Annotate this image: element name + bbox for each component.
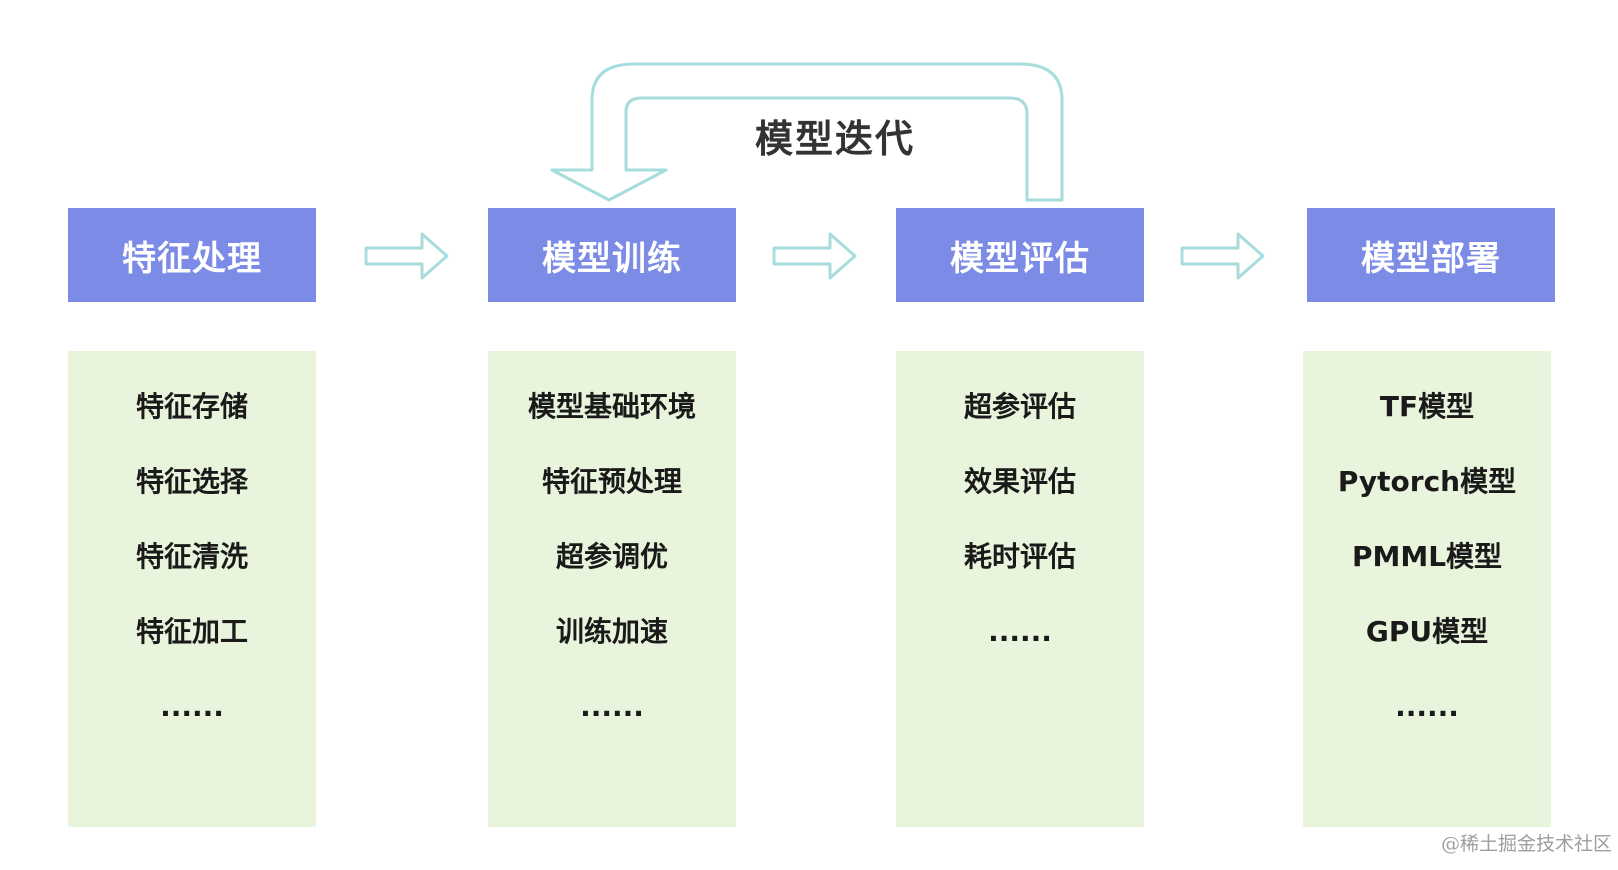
stage-header-model-training: 模型训练 <box>488 208 736 302</box>
stage-item: 特征清洗 <box>135 540 248 573</box>
stage-item: 耗时评估 <box>963 540 1076 573</box>
stage-panel-feature-processing: 特征存储 特征选择 特征清洗 特征加工 ...... <box>68 351 316 827</box>
stage-item: 特征选择 <box>135 465 248 498</box>
stage-panel-model-evaluation: 超参评估 效果评估 耗时评估 ...... <box>896 351 1144 827</box>
flow-arrow-2 <box>772 232 857 280</box>
stage-item: 超参调优 <box>555 540 668 573</box>
stage-item: 超参评估 <box>963 390 1076 423</box>
stage-item-ellipsis: ...... <box>988 615 1052 648</box>
iteration-label: 模型迭代 <box>754 117 915 161</box>
stage-item: 特征预处理 <box>541 465 682 498</box>
stage-item: 训练加速 <box>555 615 668 648</box>
stage-panel-model-deployment: TF模型 Pytorch模型 PMML模型 GPU模型 ...... <box>1303 351 1551 827</box>
stage-item: 特征加工 <box>135 615 248 648</box>
stage-item: Pytorch模型 <box>1337 465 1517 498</box>
stage-item: 模型基础环境 <box>527 390 696 423</box>
stage-item: 特征存储 <box>135 390 248 423</box>
stage-item-ellipsis: ...... <box>1395 690 1459 723</box>
stage-item: PMML模型 <box>1351 540 1503 573</box>
stage-item-ellipsis: ...... <box>580 690 644 723</box>
stage-panel-model-training: 模型基础环境 特征预处理 超参调优 训练加速 ...... <box>488 351 736 827</box>
flow-arrow-3 <box>1180 232 1265 280</box>
watermark: @稀土掘金技术社区 <box>1440 833 1612 855</box>
flow-arrow-1 <box>364 232 449 280</box>
stage-item: GPU模型 <box>1365 615 1489 648</box>
stage-item: 效果评估 <box>963 465 1076 498</box>
stage-item-ellipsis: ...... <box>160 690 224 723</box>
stage-header-model-evaluation: 模型评估 <box>896 208 1144 302</box>
stage-item: TF模型 <box>1379 390 1475 423</box>
stage-header-feature-processing: 特征处理 <box>68 208 316 302</box>
stage-header-model-deployment: 模型部署 <box>1307 208 1555 302</box>
